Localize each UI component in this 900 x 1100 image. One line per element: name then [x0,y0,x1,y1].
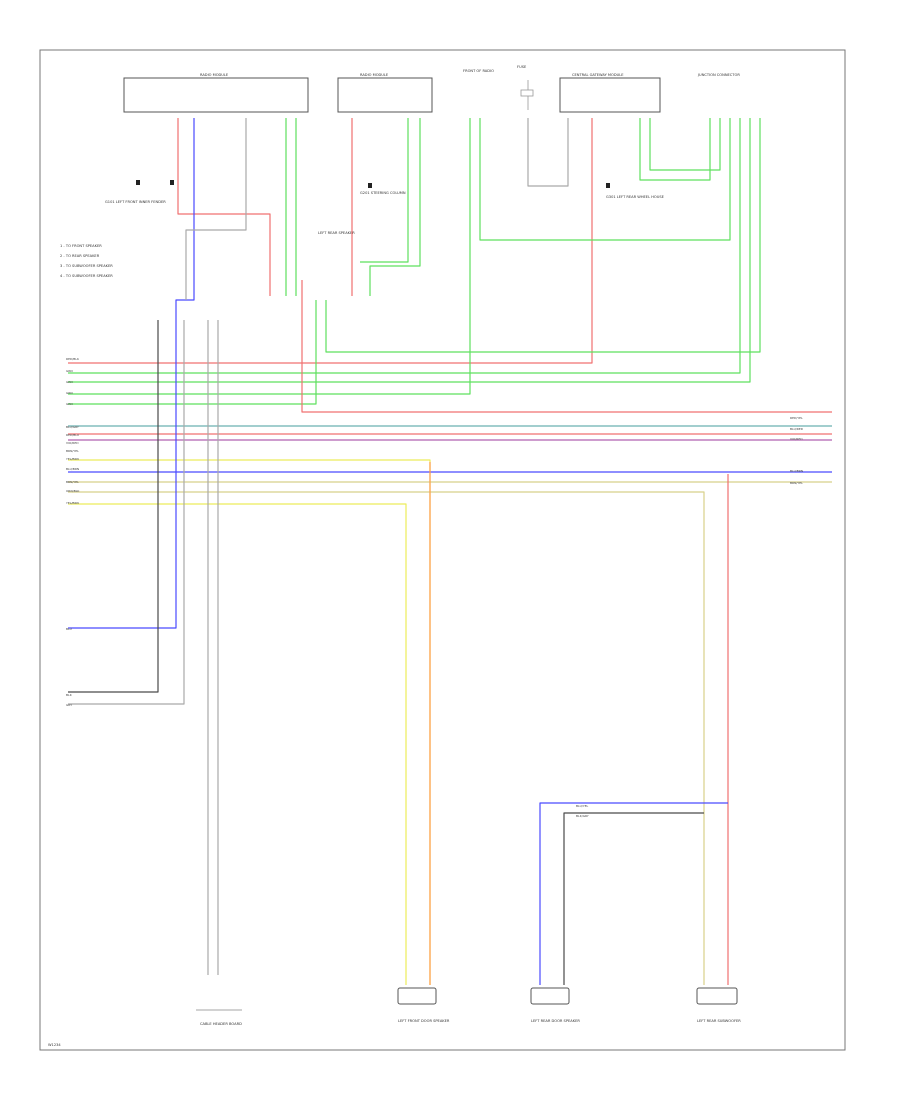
wire-grey-amp [185,118,247,300]
wire-blue-rear [539,802,728,985]
module-radio-label: RADIO MODULE [360,73,389,77]
left-wire-labels: RED/BLK GRN GRN GRN GRN BLU/GRY RED/BLU … [66,357,80,505]
bottom-left-label: BLK [66,693,73,697]
left-wire-label: VIO/RED [66,441,79,445]
note-4: 4 - TO SUBWOOFER SPEAKER [60,274,113,278]
wire-tan-2 [68,491,705,985]
left-wire-label: BLU/GRY [66,425,79,429]
rear-wire-label: BLU/YEL [576,804,589,808]
wire-green-junction-2 [649,118,721,171]
left-wire-label: ORN/BLK [66,489,80,493]
left-wire-label: GRN [66,391,73,395]
component-cable-header: CABLE HEADER BOARD [196,1009,242,1026]
left-wire-label: BRN/YEL [66,449,79,453]
left-wire-label: RED/BLK [66,357,80,361]
wire-yellow-2 [68,503,407,985]
wire-red-long [301,280,832,413]
module-fuse-label: FUSE [517,65,527,69]
component-left-rear-door-speaker: LEFT REAR DOOR SPEAKER [530,987,580,1023]
note-1: 1 - TO FRONT SPEAKER [60,244,102,248]
wire-grey-fuse [527,118,569,187]
wire-red-amp [177,118,271,296]
callout-ground3: G301 LEFT REAR WHEEL HOUSE [606,195,665,199]
rear-wire-label: BLK/GRY [576,814,589,818]
callout-antenna: LEFT REAR SPEAKER [318,231,355,235]
module-speaker-rear: FRONT OF RADIO [463,69,494,73]
wire-green-junction [639,118,711,181]
module-junction-label: JUNCTION CONNECTOR [697,73,740,77]
wire-black-rear [563,812,704,985]
wire-red-feed [68,118,593,364]
left-wire-label: GRN [66,369,73,373]
bottom-left-label: BLU [66,627,72,631]
component-left-front-door-speaker: LEFT FRONT DOOR SPEAKER [397,987,450,1023]
module-radio-amp-label: RADIO MODULE [200,73,229,77]
wire-group [68,118,832,985]
wire-green-1 [68,118,741,374]
component-left-rear-speaker-label: LEFT REAR DOOR SPEAKER [531,1019,580,1023]
right-wire-label: BLU/RED [790,427,804,431]
module-junction: JUNCTION CONNECTOR [697,73,740,77]
module-speaker-rear-label: FRONT OF RADIO [463,69,494,73]
callout-ground1: G101 LEFT FRONT INNER FENDER [105,200,166,204]
bottom-left-label: GRY [66,703,72,707]
diagram-frame [39,49,846,1051]
note-2: 2 - TO REAR SPEAKER [60,254,100,258]
wire-green-radio-3 [360,118,409,263]
right-wire-labels: RED/YEL BLU/RED VIO/RED BLU/BRN BRN/YEL [790,416,804,485]
right-wire-label: VIO/RED [790,437,803,441]
wire-black-vert [68,320,159,693]
module-central-gateway-label: CENTRAL GATEWAY MODULE [572,73,624,77]
ground-symbol-1 [136,180,140,185]
wire-green-4 [68,300,317,405]
wire-grey-vert [68,320,185,705]
wire-yellow-1 [68,459,431,985]
left-wire-label: GRN [66,402,73,406]
component-left-rear-subwoofer: LEFT REAR SUBWOOFER [696,987,741,1023]
component-left-rear-subwoofer-label: LEFT REAR SUBWOOFER [697,1019,741,1023]
left-wire-label: YEL/BRN [66,501,79,505]
wire-green-gw [479,118,731,241]
component-left-front-speaker-label: LEFT FRONT DOOR SPEAKER [398,1019,450,1023]
ground-symbol-3 [368,183,372,188]
left-wire-label: YEL/BRN [66,457,79,461]
footer-code: W1234 [48,1043,61,1047]
component-cable-header-label: CABLE HEADER BOARD [200,1022,242,1026]
wire-blue-vert [68,118,195,629]
right-wire-label: BRN/YEL [790,481,803,485]
right-wire-label: BLU/BRN [790,469,803,473]
note-3: 3 - TO SUBWOOFER SPEAKER [60,264,113,268]
wire-green-2 [68,118,751,383]
ground-symbol-4 [606,183,610,188]
wire-green-3 [68,118,471,395]
left-wire-label: BLU/BRN [66,467,79,471]
module-radio-amp: RADIO MODULE [123,73,309,113]
callout-ground2: G201 STEERING COLUMN [360,191,406,195]
left-wire-label: BRN/YEL [66,480,79,484]
ground-symbol-2 [170,180,174,185]
module-fuse: FUSE [517,65,534,110]
module-central-gateway: CENTRAL GATEWAY MODULE [559,73,661,113]
right-wire-label: RED/YEL [790,416,803,420]
notes-block: 1 - TO FRONT SPEAKER 2 - TO REAR SPEAKER… [60,244,113,278]
wire-green-5 [325,118,761,353]
wire-green-radio-4 [369,118,421,296]
left-wire-label: GRN [66,380,73,384]
left-wire-label: RED/BLU [66,433,79,437]
module-radio: RADIO MODULE [337,73,433,113]
